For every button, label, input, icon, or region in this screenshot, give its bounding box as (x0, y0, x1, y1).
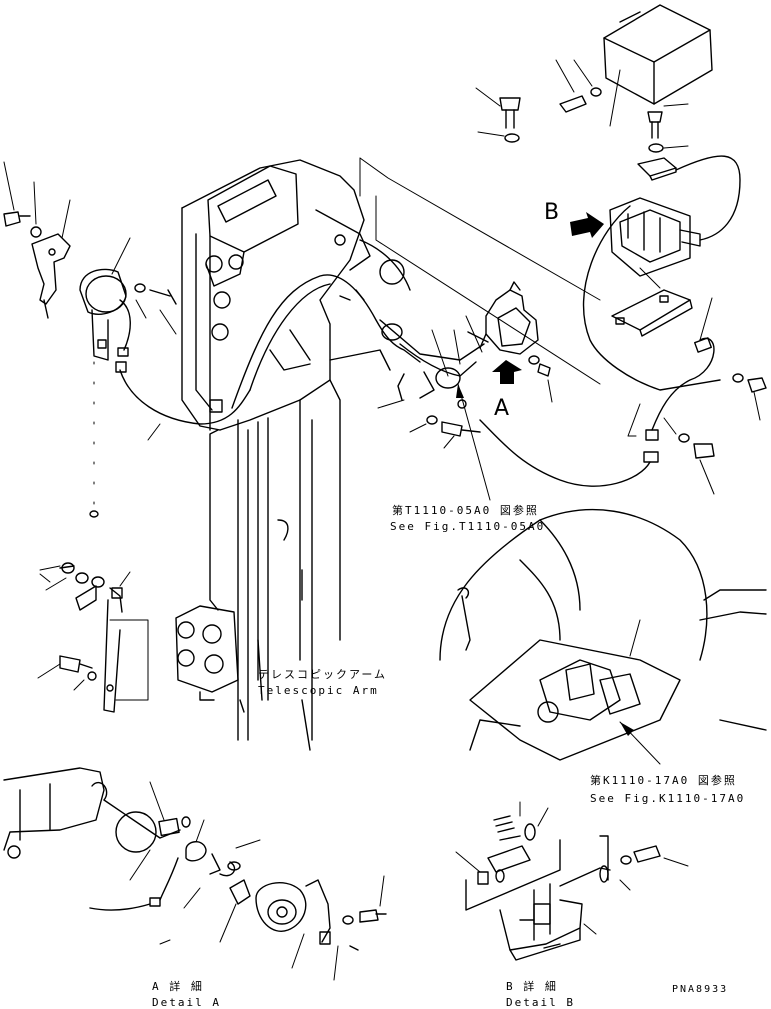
limit-switch-a (479, 281, 553, 403)
detail-a-drawing (3, 767, 387, 981)
bolt-left-top (3, 161, 42, 238)
bracket-plate-b (611, 267, 693, 337)
see-fig-t-jp: 第T1110-05A0 図参照 (392, 504, 539, 517)
bolt-center (377, 399, 481, 449)
a-arrow (492, 360, 522, 384)
bolt-cover (555, 59, 621, 127)
leader-lines (456, 383, 661, 765)
bolt-left-lower (37, 655, 97, 691)
limit-switch-b (582, 155, 741, 391)
detail-b-en: Detail B (506, 996, 575, 1009)
telescopic-en: Telescopic Arm (258, 684, 379, 697)
bolt-top (475, 87, 521, 143)
see-fig-t-en: See Fig.T1110-05A0 (390, 520, 546, 533)
guide-lines (359, 157, 601, 385)
detail-b-drawing (455, 801, 689, 961)
telescopic-arm (175, 519, 311, 751)
marker-b: B (544, 200, 560, 225)
detail-a-en: Detail A (152, 996, 221, 1009)
bolt-right-mid (627, 373, 767, 495)
harness-center (231, 274, 489, 409)
harness-left (89, 361, 251, 521)
bracket-left-lower (39, 562, 149, 713)
engine-assembly (439, 508, 767, 761)
detail-a-jp: A 詳 細 (152, 980, 204, 993)
rotary-switch-left (79, 237, 131, 361)
switch-cover (603, 4, 713, 105)
drawing-code: PNA8933 (672, 984, 729, 995)
telescopic-jp: テレスコピックアーム (258, 668, 388, 681)
see-fig-k-en: See Fig.K1110-17A0 (590, 792, 746, 805)
harness-right (479, 297, 715, 487)
see-fig-k-jp: 第K1110-17A0 図参照 (590, 774, 737, 787)
bolt-left-mid (134, 283, 177, 335)
detail-b-jp: B 詳 細 (506, 980, 558, 993)
bolt-right (647, 103, 689, 153)
main-frame (181, 159, 411, 741)
b-arrow (570, 212, 604, 238)
bracket-left (31, 199, 71, 319)
marker-a: A (494, 396, 510, 421)
